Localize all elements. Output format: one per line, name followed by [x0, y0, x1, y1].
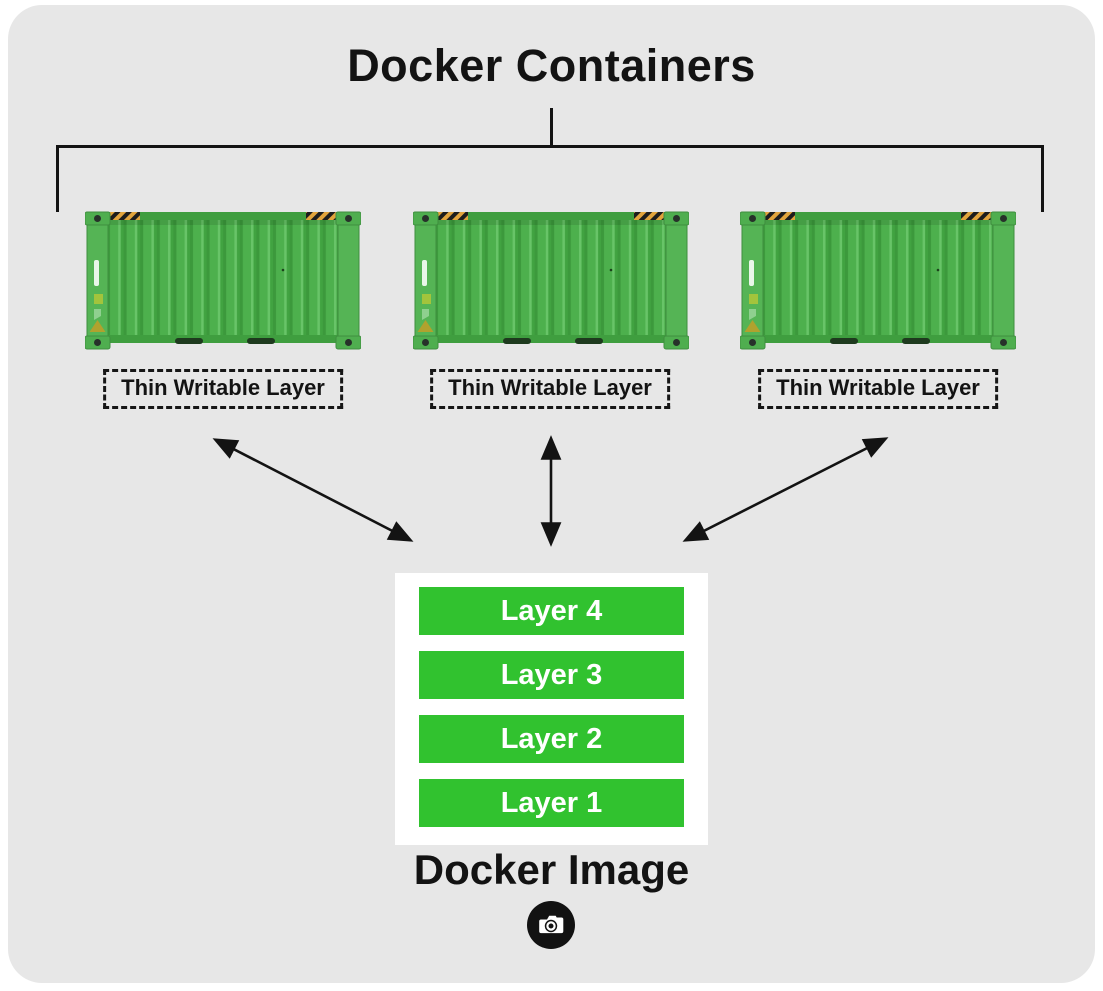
bracket-stem-line [550, 108, 553, 147]
diagram-title: Docker Containers [347, 40, 756, 91]
shipping-container-icon [413, 208, 689, 353]
shipping-container-icon [740, 208, 1016, 353]
image-layer: Layer 1 [419, 779, 684, 827]
bracket-right-line [1041, 145, 1044, 212]
docker-image-box: Layer 4 Layer 3 Layer 2 Layer 1 [395, 573, 708, 845]
image-layer: Layer 3 [419, 651, 684, 699]
thin-writable-layer-label: Thin Writable Layer [430, 369, 670, 409]
image-layer: Layer 4 [419, 587, 684, 635]
camera-icon [527, 901, 575, 949]
image-layer: Layer 2 [419, 715, 684, 763]
bracket-left-line [56, 145, 59, 212]
docker-image-title: Docker Image [413, 846, 690, 893]
bracket-horizontal-line [56, 145, 1044, 148]
shipping-container-icon [85, 208, 361, 353]
double-headed-arrows [212, 435, 889, 547]
thin-writable-layer-label: Thin Writable Layer [758, 369, 998, 409]
thin-writable-layer-label: Thin Writable Layer [103, 369, 343, 409]
